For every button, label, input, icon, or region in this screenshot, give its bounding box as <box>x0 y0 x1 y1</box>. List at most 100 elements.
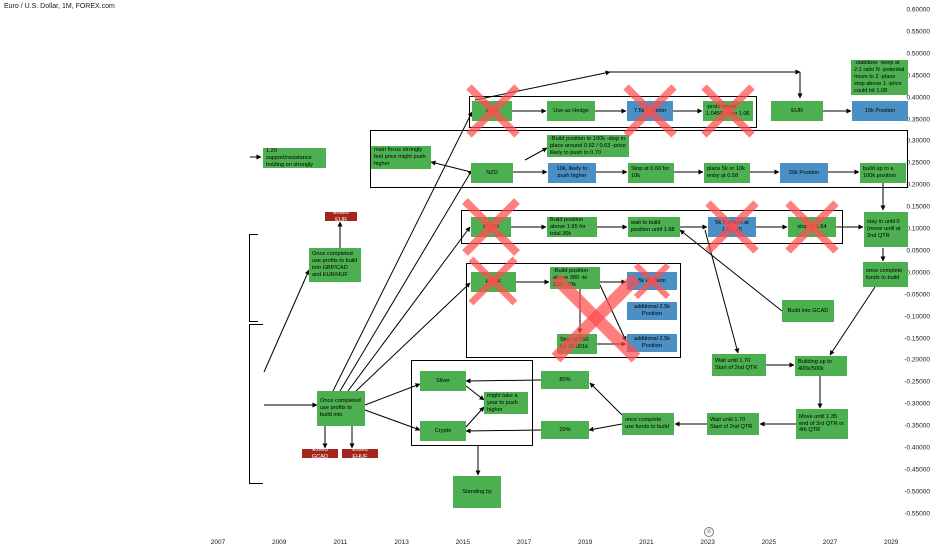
x-tick-label: 2029 <box>883 539 899 546</box>
y-tick-label: -0.40000 <box>904 444 930 452</box>
reset-scale-button[interactable]: ⊘ <box>704 527 714 537</box>
chart-title: Euro / U.S. Dollar, 1M, FOREX.com <box>4 3 115 10</box>
connector-arrow <box>589 382 623 416</box>
node-eur-2: EUR <box>771 101 823 121</box>
node-build-into-gcad: Build into GCAD <box>782 300 834 322</box>
node-exited-gcad: Exited GCAD <box>302 449 338 458</box>
y-tick-label: 0.30000 <box>906 137 931 145</box>
node-stabilizer: -stabilizer -keep at 2:1 ratio N -potent… <box>851 60 908 95</box>
y-tick-label: -0.45000 <box>904 466 930 474</box>
frame-gcad-group <box>461 210 843 244</box>
connector-arrow <box>347 226 471 392</box>
y-tick-label: -0.50000 <box>904 488 930 496</box>
node-profit-target: -profit target 1.0450 -stop 1.06 <box>703 101 753 121</box>
node-stop-1-64: stop at 1.64 <box>788 217 836 237</box>
node-build-above-1-65: Build position above 1.65 for total 30k <box>547 217 597 237</box>
node-ehuf: EHUF <box>471 272 516 292</box>
x-tick-label: 2015 <box>455 539 471 546</box>
node-build-up-100k: build up to a 100k position <box>860 163 906 183</box>
y-tick-label: -0.55000 <box>904 510 930 518</box>
y-tick-label: -0.20000 <box>904 356 930 364</box>
node-5k-position-at: 5k Position at 1.62715 <box>708 217 756 237</box>
y-tick-label: -0.25000 <box>904 378 930 386</box>
connector-arrow <box>465 385 485 401</box>
node-exited-eur: Exited EUR <box>325 212 357 221</box>
connector-arrow <box>339 169 473 392</box>
node-additional-2-5k-b: additional 2.5k Position <box>627 334 677 352</box>
node-20k-position: 20k Position <box>780 163 828 183</box>
y-tick-label: 0.05000 <box>906 247 931 255</box>
node-20-percent: 20% <box>541 421 589 439</box>
y-tick-label: -0.30000 <box>904 400 930 408</box>
node-main-focus: main focus strongly feel price might pus… <box>371 146 431 169</box>
connector-arrow <box>465 406 485 428</box>
node-once-completed-1: Once completed use profits to build into… <box>309 248 361 282</box>
x-tick-label: 2019 <box>577 539 593 546</box>
node-15k-position: 15k Position <box>852 101 908 121</box>
x-tick-label: 2009 <box>271 539 287 546</box>
node-standing-by: Standing by <box>453 476 501 508</box>
node-once-complete-use: once complete use funds to build <box>622 413 674 435</box>
y-tick-label: 0.60000 <box>906 6 931 14</box>
y-tick-label: 0.45000 <box>906 72 931 80</box>
frame-metals-group <box>411 360 533 446</box>
node-use-as-hedge: Use as Hedge <box>547 101 595 121</box>
node-place-5k: place 5k or 10k entry at 0.58 <box>704 163 750 183</box>
node-silver: Silver <box>420 371 466 391</box>
y-tick-label: -0.10000 <box>904 313 930 321</box>
connector-arrow <box>332 111 473 392</box>
y-tick-label: 0.55000 <box>906 28 931 36</box>
connector-arrow <box>588 423 623 432</box>
y-tick-label: 0.25000 <box>906 159 931 167</box>
node-stay-in-until: stay in until 0 (move until at 2nd QTR <box>864 212 908 247</box>
node-stop-360: Stop at 360 for 10.001k <box>557 334 597 354</box>
node-wait-build-1-68: wait to build position until 1.68 <box>628 217 680 237</box>
y-tick-label: 0.20000 <box>906 181 931 189</box>
node-wait-until-1-70-b: Wait until 1.70 Start of 2nd QTR <box>707 413 759 435</box>
connector-arrow <box>829 286 876 356</box>
connector-arrow <box>524 147 548 161</box>
node-building-400k: Building up to 400k/500k <box>795 356 847 376</box>
node-once-completed-2: Once completed use profits to build into <box>317 391 365 426</box>
connector-arrow <box>364 409 421 431</box>
node-stop-0-60: Stop at 0.60 for 10k <box>628 163 674 183</box>
connector-arrow <box>430 160 472 173</box>
node-nzd: NZD <box>471 163 513 183</box>
y-tick-label: 0.15000 <box>906 203 931 211</box>
x-tick-label: 2013 <box>394 539 409 546</box>
y-tick-label: -0.05000 <box>904 291 930 299</box>
node-once-complete-funds: once complete funds to build <box>863 262 908 287</box>
x-tick-label: 2017 <box>516 539 532 546</box>
connector-arrow <box>355 282 471 392</box>
connector-arrow <box>465 378 542 384</box>
node-5k-position: 5k Position <box>627 272 677 290</box>
y-tick-label: 0.40000 <box>906 94 931 102</box>
y-tick-label: 0.50000 <box>906 50 931 58</box>
node-gcad: GCAD <box>471 217 511 237</box>
node-build-above-380: -Build position above 380 -to 50k - 70k <box>550 267 600 289</box>
node-10k-likely: 10k, likely to push higher <box>548 163 596 183</box>
y-tick-label: -0.35000 <box>904 422 930 430</box>
node-move-until-1-35: Move until 1.35 end of 3rd QTR or 4th QT… <box>796 409 848 439</box>
x-tick-label: 2027 <box>822 539 838 546</box>
x-tick-label: 2023 <box>700 539 715 546</box>
node-support: 1.20 support/resistance holding on stron… <box>263 148 326 168</box>
node-eur: EUR <box>472 101 512 121</box>
node-7-5k-position: 7.5k Position <box>627 101 673 121</box>
node-might-take-year: might take a year to push higher <box>484 392 528 414</box>
x-tick-label: 2021 <box>639 539 654 546</box>
connector-arrow <box>263 269 310 373</box>
y-tick-label: 0.00000 <box>906 269 931 277</box>
axis-y: 0.60000 0.55000 0.50000 0.45000 0.40000 0.350… <box>902 0 932 530</box>
node-crypto: Crypto <box>420 421 466 441</box>
connector-arrow <box>364 383 421 406</box>
connector-arrow <box>704 229 740 354</box>
node-additional-2-5k: additional 2.5k Position <box>627 302 677 320</box>
y-tick-label: 0.10000 <box>906 225 931 233</box>
node-wait-until-1-70-a: Wait until 1.70 Start of 2nd QTR <box>712 354 766 376</box>
connector-arrow <box>465 428 542 434</box>
x-tick-label: 2011 <box>333 539 348 546</box>
bracket-upper <box>249 234 258 322</box>
y-tick-label: 0.35000 <box>906 116 931 123</box>
